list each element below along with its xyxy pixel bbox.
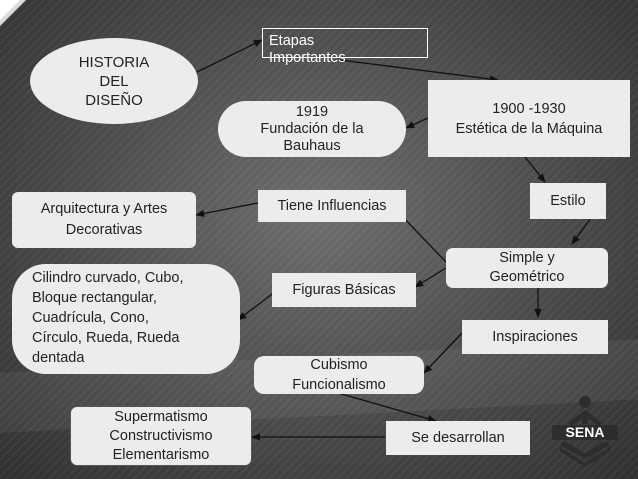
edge-influencias-arquitectura xyxy=(195,202,259,218)
node-historia-label: HISTORIA DEL DISEÑO xyxy=(78,53,150,109)
node-figuras-label: Figuras Básicas xyxy=(292,281,396,298)
edge-figuras-cilindro xyxy=(237,293,273,321)
edge-simple-influencias xyxy=(397,211,447,263)
node-desarrollan-label: Se desarrollan xyxy=(411,429,505,446)
edge-simple-figuras xyxy=(414,267,447,288)
node-etapas: Etapas Importantes xyxy=(262,28,428,66)
node-cubismo: Cubismo Funcionalismo xyxy=(254,356,424,394)
node-1919-label: 1919 Fundación de la Bauhaus xyxy=(260,103,364,154)
node-influencias: Tiene Influencias xyxy=(258,190,406,222)
node-inspiraciones: Inspiraciones xyxy=(462,320,608,354)
node-etapas-label: Etapas Importantes xyxy=(269,33,346,66)
node-1919: 1919 Fundación de la Bauhaus xyxy=(218,101,406,157)
node-inspiraciones-label: Inspiraciones xyxy=(492,328,578,345)
edge-inspiraciones-cubismo xyxy=(423,332,463,374)
edge-1900-1919 xyxy=(405,117,429,129)
node-historia: HISTORIA DEL DISEÑO xyxy=(30,38,198,124)
node-estilo: Estilo xyxy=(530,183,606,219)
node-simple-label: Simple y Geométrico xyxy=(489,250,565,285)
node-figuras: Figuras Básicas xyxy=(272,273,416,307)
node-supermatismo-label: Supermatismo Constructivismo Elementaris… xyxy=(109,408,213,463)
node-supermatismo: Supermatismo Constructivismo Elementaris… xyxy=(70,406,252,466)
node-cilindro-label: Cilindro curvado, Cubo, Bloque rectangul… xyxy=(32,270,184,366)
node-arquitectura-label: Arquitectura y Artes Decorativas xyxy=(40,201,168,238)
node-1900: 1900 -1930 Estética de la Máquina xyxy=(428,80,630,157)
node-desarrollan: Se desarrollan xyxy=(386,421,530,455)
edge-estilo-simple xyxy=(571,218,591,245)
node-cilindro: Cilindro curvado, Cubo, Bloque rectangul… xyxy=(12,264,240,374)
sena-logo: SENA xyxy=(552,396,618,467)
edge-etapas-1900 xyxy=(339,59,499,83)
node-arquitectura: Arquitectura y Artes Decorativas xyxy=(12,192,196,248)
node-1900-label: 1900 -1930 Estética de la Máquina xyxy=(455,100,603,137)
node-estilo-label: Estilo xyxy=(550,192,586,209)
sena-logo-text: SENA xyxy=(566,424,605,440)
edge-historia-etapas xyxy=(196,39,263,73)
edge-1900-estilo xyxy=(524,156,546,183)
node-influencias-label: Tiene Influencias xyxy=(277,197,387,214)
node-cubismo-label: Cubismo Funcionalismo xyxy=(292,357,386,393)
edge-cubismo-desarrollan xyxy=(337,392,437,423)
node-simple: Simple y Geométrico xyxy=(446,248,608,288)
